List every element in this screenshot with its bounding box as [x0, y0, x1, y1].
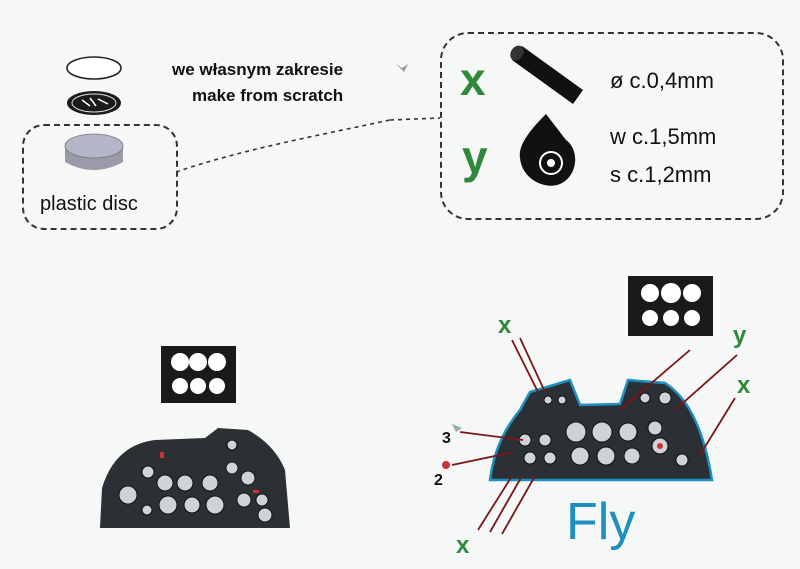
- legend-y-letter: y: [462, 131, 488, 183]
- caption-english: make from scratch: [192, 86, 344, 105]
- callout-x-top: x: [498, 312, 512, 339]
- plane-mark: [452, 424, 462, 432]
- leader-line-left: [175, 119, 391, 173]
- rod-part-x: [510, 45, 583, 104]
- caption-polish: we własnym zakresie: [172, 60, 344, 79]
- instrument-panel-right: [488, 276, 714, 482]
- instrument-panel-left: [100, 346, 290, 528]
- callout-x-bottom: x: [456, 532, 470, 559]
- legend-y-spec-s: s c.1,2mm: [610, 162, 712, 187]
- instrument-face-disc: [67, 91, 121, 115]
- plastic-disc-cylinder: [64, 133, 124, 170]
- legend-box: [440, 32, 784, 220]
- legend-x-letter: x: [460, 53, 486, 105]
- callout-arrows: [451, 337, 738, 535]
- plastic-disc-label: plastic disc: [40, 193, 138, 215]
- plastic-disc-box: [22, 124, 178, 230]
- callout-x-right: x: [737, 372, 751, 399]
- callout-y-right: y: [733, 322, 747, 349]
- callout-number-2: 2: [434, 472, 443, 489]
- clear-lens-disc: [66, 56, 122, 80]
- legend-y-spec-w: w c.1,5mm: [610, 124, 717, 149]
- lever-part-y: [519, 114, 576, 186]
- leader-line-right: [389, 117, 441, 121]
- callout-number-3: 3: [442, 430, 451, 447]
- brand-logo-fly: Fly: [566, 493, 636, 551]
- legend-x-spec: ø c.0,4mm: [610, 68, 714, 93]
- marker-2-dot: [442, 461, 450, 469]
- bird-mark: [396, 64, 408, 72]
